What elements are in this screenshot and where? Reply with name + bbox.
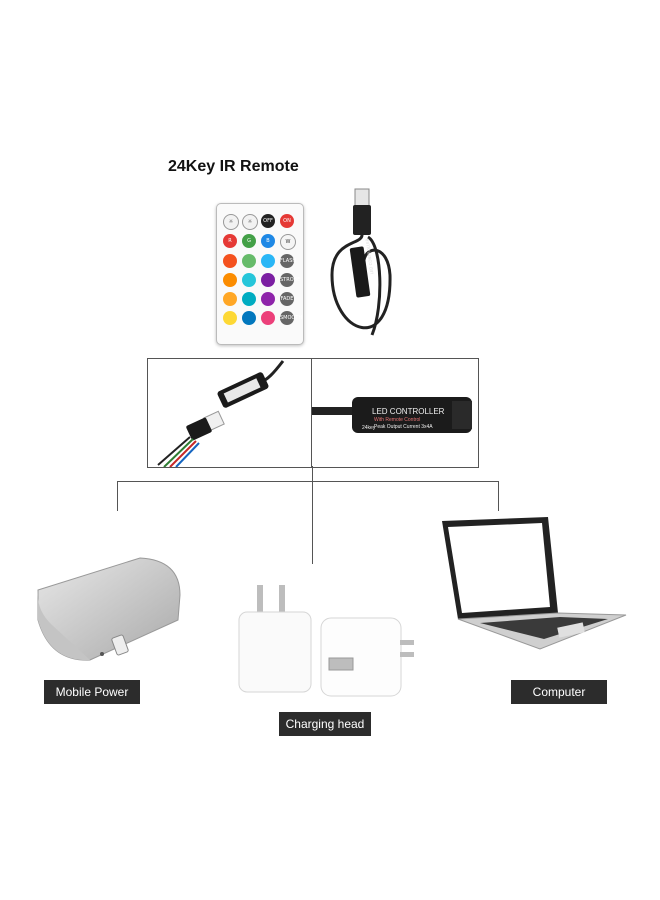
usb-controller-cable-icon: LED CONTROLLER — [330, 188, 392, 336]
connector-line — [117, 481, 499, 482]
brightness-up-icon: ☼ — [223, 214, 239, 230]
red-button: R — [223, 234, 237, 248]
color-button — [242, 292, 256, 306]
color-button — [261, 311, 275, 325]
color-button — [261, 292, 275, 306]
controller-closeup-photo: LED CONTROLLER With Remote Control Peak … — [311, 358, 479, 468]
smooth-button: SMOOTH — [280, 311, 302, 325]
flash-button: FLASH — [280, 254, 296, 268]
color-button — [261, 273, 275, 287]
green-button: G — [242, 234, 256, 248]
color-button — [242, 273, 256, 287]
controller-subtitle: With Remote Control — [374, 417, 421, 423]
color-button — [261, 254, 275, 268]
laptop-icon — [442, 517, 627, 650]
color-button — [223, 311, 237, 325]
mobile-power-label: Mobile Power — [44, 680, 140, 704]
svg-text:LED CONTROLLER: LED CONTROLLER — [364, 238, 374, 275]
controller-connector-photo — [147, 358, 313, 468]
section-title: 24Key IR Remote — [168, 158, 299, 175]
connector-line — [312, 466, 313, 564]
color-button — [242, 254, 256, 268]
ir-remote: ☼ ☼ OFF ON R G B W FLASH STROBE FADE SMO… — [216, 203, 304, 345]
controller-title: LED CONTROLLER — [372, 407, 445, 416]
white-button: W — [280, 234, 296, 250]
on-button: ON — [280, 214, 294, 228]
fade-button: FADE — [280, 292, 294, 306]
power-bank-icon — [37, 557, 181, 661]
color-button — [242, 311, 256, 325]
color-button — [223, 254, 237, 268]
off-button: OFF — [261, 214, 275, 228]
strobe-button: STROBE — [280, 273, 300, 287]
connector-line — [117, 481, 118, 511]
blue-button: B — [261, 234, 275, 248]
brightness-down-icon: ☼ — [242, 214, 258, 230]
charging-head-label: Charging head — [279, 712, 371, 736]
controller-output: Peak Output Current 3x4A — [374, 424, 433, 430]
color-button — [223, 292, 237, 306]
controller-keys: 24key — [362, 425, 376, 431]
connector-line — [498, 481, 499, 511]
charging-head-icon — [238, 585, 414, 697]
color-button — [223, 273, 237, 287]
computer-label: Computer — [511, 680, 607, 704]
